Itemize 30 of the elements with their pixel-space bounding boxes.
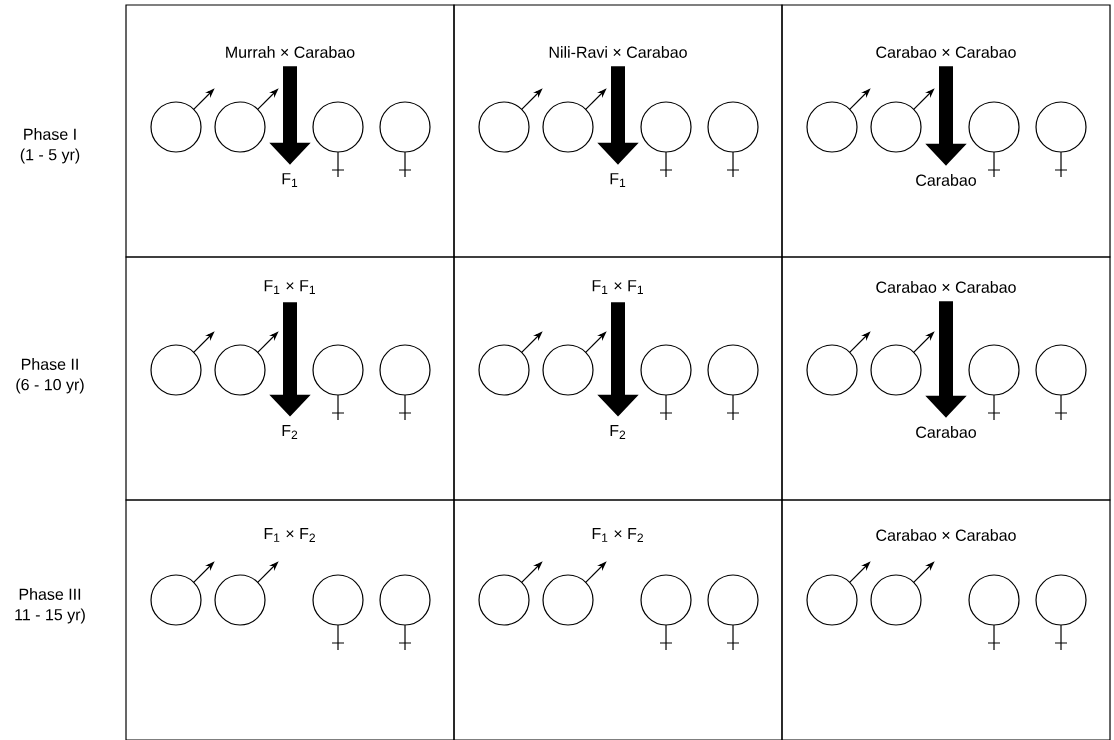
offspring-label: Carabao xyxy=(916,174,976,186)
phase-label: Phase I xyxy=(24,128,76,140)
grid-cell xyxy=(125,499,455,740)
phase-label: Phase II xyxy=(21,358,78,370)
offspring-label: F$_{2}$ xyxy=(610,425,626,439)
cross-label: Nili-Ravi × Carabao xyxy=(549,46,687,58)
grid-cell xyxy=(781,4,1111,258)
phase-duration: (6 - 10 yr) xyxy=(16,378,84,394)
grid-cell xyxy=(781,499,1111,740)
cross-label: Carabao × Carabao xyxy=(876,529,1016,541)
offspring-label: F$_{2}$ xyxy=(282,425,298,439)
phase-duration: (1 - 5 yr) xyxy=(20,148,80,164)
grid-cell xyxy=(125,256,455,501)
cross-label: Murrah × Carabao xyxy=(226,46,355,58)
grid-cell xyxy=(453,4,783,258)
cross-label: F$_{1}$ × F$_{2}$ xyxy=(592,528,643,542)
grid-cell xyxy=(453,499,783,740)
grid-cell xyxy=(453,256,783,501)
cross-label: Carabao × Carabao xyxy=(876,46,1016,58)
phase-duration: 11 - 15 yr) xyxy=(15,608,85,624)
cross-label: Carabao × Carabao xyxy=(876,281,1016,293)
phase-label: Phase III xyxy=(19,588,81,600)
offspring-label: Carabao xyxy=(916,426,976,438)
cross-label: F$_{1}$ × F$_{1}$ xyxy=(592,280,643,294)
offspring-label: F$_{1}$ xyxy=(610,173,626,187)
cross-label: F$_{1}$ × F$_{2}$ xyxy=(264,528,315,542)
cross-label: F$_{1}$ × F$_{1}$ xyxy=(264,280,315,294)
offspring-label: F$_{1}$ xyxy=(282,173,298,187)
grid-cell xyxy=(781,256,1111,501)
grid-cell xyxy=(125,4,455,258)
